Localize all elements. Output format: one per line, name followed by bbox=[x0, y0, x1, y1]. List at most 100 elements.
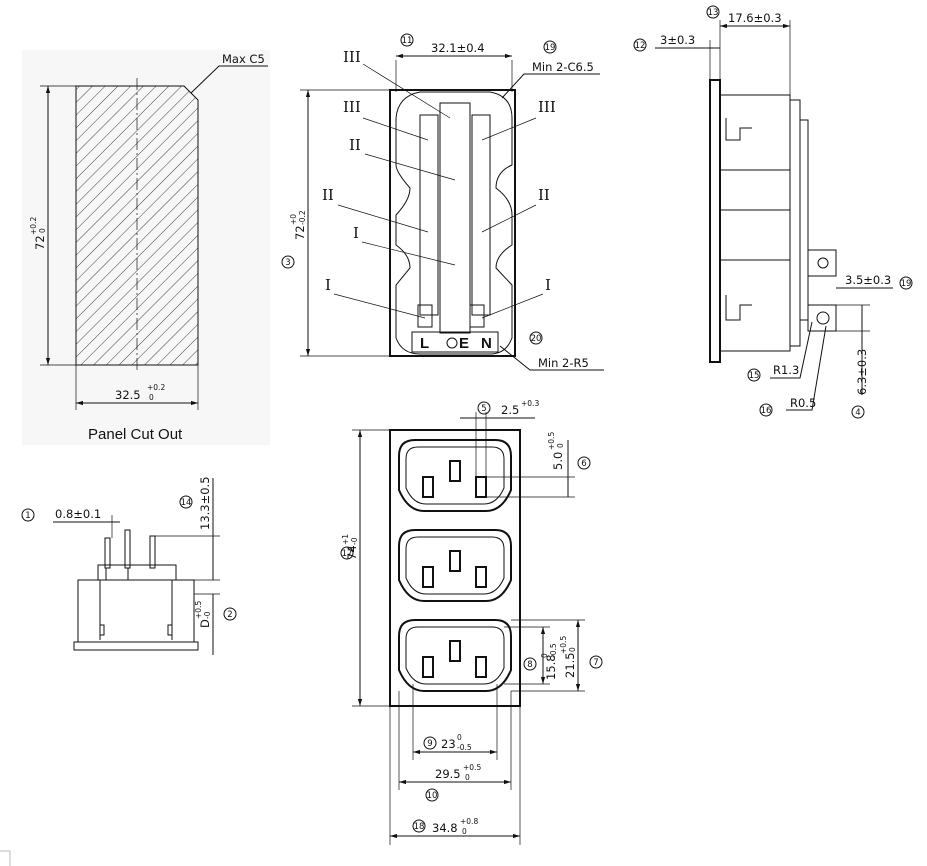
side-back-rib bbox=[799, 119, 809, 321]
callout-5 bbox=[477, 401, 491, 415]
callout-9 bbox=[423, 736, 437, 750]
slot-dimension: 2.5 +0.3 bbox=[501, 399, 539, 417]
svg-text:8: 8 bbox=[527, 660, 532, 670]
side-clip-bottom bbox=[725, 295, 752, 321]
front-center-frame bbox=[439, 102, 471, 334]
svg-text:10: 10 bbox=[427, 791, 438, 801]
side-depth-dimension: 17.6±0.3 bbox=[728, 11, 782, 25]
svg-text:2.5: 2.5 bbox=[501, 403, 519, 417]
r05-leader bbox=[786, 325, 827, 411]
svg-text:+0.2: +0.2 bbox=[147, 383, 165, 392]
callout-7 bbox=[589, 655, 603, 669]
outer-w-dimension: 34.8 +0.8 0 bbox=[432, 817, 478, 836]
svg-text:19: 19 bbox=[901, 279, 912, 289]
svg-text:+0.5: +0.5 bbox=[194, 601, 203, 619]
svg-text:18: 18 bbox=[414, 822, 425, 832]
side-pin-top-hole bbox=[817, 257, 829, 269]
callout-1 bbox=[21, 508, 35, 522]
svg-text:D: D bbox=[198, 619, 212, 628]
leader-iii-right bbox=[481, 117, 537, 141]
svg-text:-0.5: -0.5 bbox=[457, 743, 472, 752]
pin-1 bbox=[104, 537, 111, 569]
roman-label-iii-right: III bbox=[538, 98, 556, 116]
front-right-contact-strip bbox=[471, 114, 491, 316]
side-view: 17.6±0.3 13 3±0.3 12 3.5±0.3 19 6.3±0.3 … bbox=[633, 5, 913, 419]
d-dimension: D +0.5 -0 bbox=[194, 601, 212, 628]
svg-text:0: 0 bbox=[457, 733, 462, 742]
side-pin-bottom-hole bbox=[816, 311, 830, 325]
terminal-l: L bbox=[420, 335, 429, 352]
outer-h-dimension: 21.5 +0.5 0 bbox=[559, 636, 577, 678]
leader-i-right bbox=[481, 293, 544, 319]
svg-text:0: 0 bbox=[568, 647, 577, 652]
roman-label-ii-right: II bbox=[538, 186, 550, 204]
leader-i-center bbox=[361, 241, 456, 266]
svg-text:5.0: 5.0 bbox=[551, 452, 565, 470]
pin-view-top bbox=[97, 564, 177, 581]
svg-text:20: 20 bbox=[531, 334, 542, 344]
svg-text:21.5: 21.5 bbox=[563, 652, 577, 678]
svg-text:72: 72 bbox=[33, 235, 47, 250]
callout-13 bbox=[706, 5, 720, 19]
svg-text:+0.2: +0.2 bbox=[29, 217, 38, 235]
svg-text:15.8: 15.8 bbox=[544, 654, 558, 680]
svg-text:2: 2 bbox=[227, 610, 232, 620]
socket-1 bbox=[398, 439, 512, 512]
svg-text:32.5: 32.5 bbox=[115, 388, 141, 402]
svg-text:-0.2: -0.2 bbox=[298, 210, 307, 225]
pin-view-body bbox=[77, 579, 195, 643]
leader-ii-right bbox=[481, 204, 537, 233]
socket-2 bbox=[398, 529, 512, 602]
flange-dimension: 3±0.3 bbox=[660, 33, 695, 47]
svg-text:72: 72 bbox=[293, 225, 307, 240]
panel-cutout-view: Max C5 72 +0.2 0 32.5 +0.2 0 Panel Cut O… bbox=[22, 50, 270, 445]
socket-height-dimension: 74 +1 -0 bbox=[341, 534, 359, 560]
callout-19-side bbox=[899, 276, 913, 290]
svg-text:+1: +1 bbox=[341, 534, 350, 545]
svg-text:+0: +0 bbox=[289, 214, 298, 225]
front-terminal-n bbox=[469, 304, 485, 328]
terminal-e: E bbox=[459, 335, 469, 352]
callout-4 bbox=[851, 405, 865, 419]
inner-h-dimension: 15.8 0 -0.5 bbox=[540, 643, 558, 680]
leader-ii-left bbox=[337, 204, 429, 233]
r13-note: R1.3 bbox=[773, 363, 799, 377]
svg-text:11: 11 bbox=[402, 36, 413, 46]
corner-mark bbox=[0, 850, 11, 866]
r13-leader bbox=[770, 321, 813, 379]
roman-label-i-center: I bbox=[353, 224, 359, 242]
cutout-width-dimension: 32.5 +0.2 0 bbox=[115, 383, 165, 402]
svg-text:6: 6 bbox=[581, 459, 586, 469]
pin-length-dimension: 13.3±0.5 bbox=[198, 476, 212, 530]
front-view: L E N 32.1±0.4 11 19 Min 2-C6.5 72 +0 -0… bbox=[281, 33, 604, 371]
inner-w-dimension: 23 0 -0.5 bbox=[441, 733, 472, 752]
svg-text:13: 13 bbox=[708, 8, 719, 18]
svg-text:19: 19 bbox=[545, 43, 556, 53]
front-left-contact-strip bbox=[419, 114, 439, 316]
pin-view-flange bbox=[73, 641, 199, 651]
socket-outer-frame bbox=[389, 429, 521, 707]
pin-width-dimension: 0.8±0.1 bbox=[55, 507, 101, 521]
callout-3 bbox=[281, 255, 295, 269]
socket-view: 2.5 +0.3 5 5.0 +0.5 0 6 74 +1 -0 17 bbox=[340, 399, 603, 845]
r05-note: R0.5 bbox=[790, 396, 816, 410]
front-body-outline bbox=[395, 91, 513, 355]
svg-text:5: 5 bbox=[481, 404, 486, 414]
pin-dimension: 3.5±0.3 bbox=[845, 273, 891, 287]
cutout-height-dimension: 72 +0.2 0 bbox=[29, 217, 47, 250]
earth-symbol-icon bbox=[446, 337, 458, 349]
leader-iii-left bbox=[362, 117, 429, 141]
roman-label-i-right: I bbox=[545, 276, 551, 294]
chamfer-leader bbox=[501, 73, 600, 99]
svg-text:0: 0 bbox=[465, 773, 470, 782]
svg-text:-0: -0 bbox=[203, 611, 212, 619]
pin-view: 0.8±0.1 1 13.3±0.5 14 D +0.5 -0 2 bbox=[21, 476, 237, 655]
callout-20 bbox=[529, 331, 543, 345]
pin-2 bbox=[124, 529, 131, 569]
leader-iii-top bbox=[362, 63, 451, 119]
svg-text:0: 0 bbox=[38, 228, 47, 233]
roman-label-iii-top: III bbox=[343, 48, 361, 66]
svg-text:29.5: 29.5 bbox=[435, 767, 461, 781]
leader-ii-center bbox=[364, 153, 456, 181]
terminal-n: N bbox=[481, 335, 492, 352]
